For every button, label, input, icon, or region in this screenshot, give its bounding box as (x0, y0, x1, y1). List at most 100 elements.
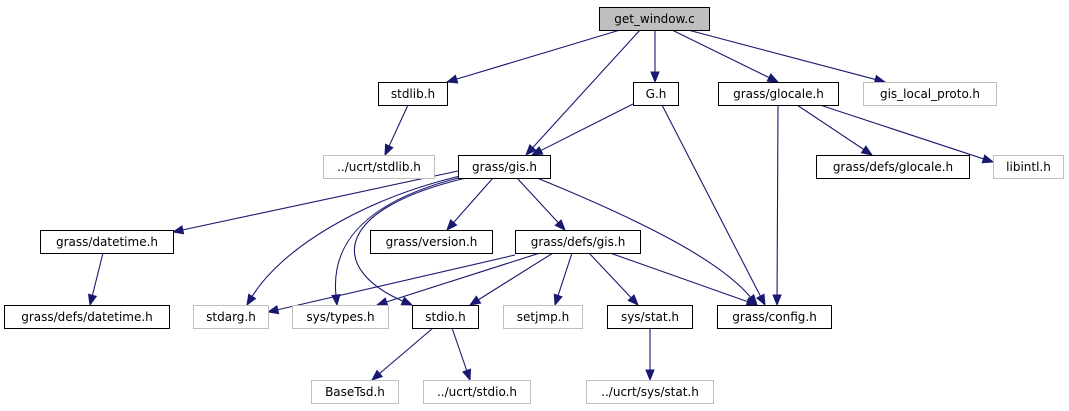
edge-line (181, 170, 459, 231)
arrowhead-icon (87, 293, 98, 307)
node-label: setjmp.h (517, 310, 569, 324)
node-G-h[interactable]: G.h (633, 82, 679, 106)
node-label: grass/version.h (386, 235, 478, 249)
edges-layer (87, 29, 995, 382)
arrowhead-icon (627, 294, 639, 306)
node-stdio-h[interactable]: stdio.h (412, 305, 479, 329)
edge-line (819, 104, 985, 160)
edge-G-h-to-grass-gis-h (530, 103, 634, 156)
node-label: sys/stat.h (621, 310, 679, 324)
edge-get-window-c-to-G-h (650, 30, 660, 84)
edge-G-h-to-grass-config-h (661, 104, 766, 307)
edge-line (388, 104, 409, 148)
arrowhead-icon (266, 305, 280, 315)
edge-stdio-h-to-BaseTsd-h (370, 327, 434, 381)
node-label: gis_local_proto.h (880, 87, 980, 101)
node-label: libintl.h (1006, 160, 1051, 174)
edge-grass-defs-gis-h-to-setjmp-h (553, 252, 573, 307)
arrowhead-icon (468, 295, 482, 306)
node-grass-version-h[interactable]: grass/version.h (370, 230, 493, 254)
nodes-layer: get_window.c stdlib.h G.h grass/glocale.h gi… (4, 7, 1064, 404)
node-BaseTsd-h[interactable]: BaseTsd.h (311, 380, 399, 404)
node-label: grass/datetime.h (56, 235, 158, 249)
node-grass-config-h[interactable]: grass/config.h (717, 305, 832, 329)
node-grass-glocale-h[interactable]: grass/glocale.h (718, 82, 839, 106)
node-label: ../ucrt/stdlib.h (337, 160, 421, 174)
node-sys-stat-h[interactable]: sys/stat.h (607, 305, 693, 329)
edge-grass-defs-gis-h-to-sys-stat-h (588, 252, 639, 306)
edge-line (477, 252, 554, 301)
edge-line (531, 29, 641, 149)
node-box (193, 305, 269, 329)
node-box (4, 305, 170, 329)
node-box (633, 82, 679, 106)
arrowhead-icon (246, 293, 257, 307)
edge-line (536, 177, 752, 299)
node-box (458, 155, 551, 179)
edge-line (588, 252, 633, 299)
edge-grass-gis-h-to-grass-defs-gis-h (516, 177, 566, 231)
edge-grass-defs-gis-h-to-sys-types-h (375, 252, 541, 307)
edge-line (609, 252, 749, 303)
arrowhead-icon (766, 73, 780, 83)
edge-line (334, 176, 463, 297)
arrowhead-icon (525, 144, 537, 156)
edge-stdio-h-to-ucrt-stdio-h (451, 327, 472, 382)
edge-line (671, 29, 771, 79)
edge-get-window-c-to-stdlib-h (445, 29, 621, 84)
node-grass-defs-gis-h[interactable]: grass/defs/gis.h (515, 230, 641, 254)
node-box (311, 380, 399, 404)
edge-get-window-c-to-grass-glocale-h (671, 29, 780, 83)
node-label: get_window.c (614, 12, 695, 26)
arrowhead-icon (375, 297, 389, 307)
node-box (515, 230, 641, 254)
edge-line (776, 104, 779, 297)
arrowhead-icon (755, 293, 766, 307)
edge-line (451, 327, 468, 372)
node-setjmp-h[interactable]: setjmp.h (503, 305, 583, 329)
edge-line (516, 177, 560, 224)
arrowhead-icon (645, 369, 655, 382)
node-libintl-h[interactable]: libintl.h (993, 155, 1064, 179)
node-stdarg-h[interactable]: stdarg.h (193, 305, 269, 329)
edge-line (796, 104, 865, 151)
node-grass-datetime-h[interactable]: grass/datetime.h (40, 230, 174, 254)
node-grass-defs-glocale-h[interactable]: grass/defs/glocale.h (816, 155, 970, 179)
node-ucrt-stdlib-h[interactable]: ../ucrt/stdlib.h (323, 155, 435, 179)
node-label: grass/gis.h (472, 160, 537, 174)
node-grass-defs-datetime-h[interactable]: grass/defs/datetime.h (4, 305, 170, 329)
arrowhead-icon (370, 369, 384, 381)
arrowhead-icon (446, 218, 458, 232)
node-ucrt-stdio-h[interactable]: ../ucrt/stdio.h (423, 380, 531, 404)
node-stdlib-h[interactable]: stdlib.h (378, 82, 448, 106)
node-label: BaseTsd.h (325, 385, 385, 399)
arrowhead-icon (171, 225, 185, 235)
arrowhead-icon (554, 219, 566, 231)
node-label: grass/defs/glocale.h (833, 160, 953, 174)
node-box (423, 380, 531, 404)
node-gis-local-proto-h[interactable]: gis_local_proto.h (863, 82, 997, 106)
edge-line (251, 175, 461, 298)
node-label: grass/config.h (732, 310, 817, 324)
node-label: stdlib.h (391, 87, 435, 101)
node-box (599, 7, 710, 31)
edge-sys-stat-h-to-ucrt-sys-stat-h (645, 328, 655, 382)
arrowhead-icon (553, 293, 563, 307)
edge-grass-glocale-h-to-grass-config-h (772, 104, 782, 307)
arrowhead-icon (650, 71, 660, 84)
node-label: grass/glocale.h (733, 87, 824, 101)
edge-grass-gis-h-to-stdarg-h (246, 175, 461, 307)
arrowhead-icon (384, 143, 394, 157)
node-box (323, 155, 435, 179)
edge-line (661, 104, 762, 298)
edge-line (276, 254, 516, 311)
node-grass-gis-h[interactable]: grass/gis.h (458, 155, 551, 179)
edge-grass-gis-h-to-grass-datetime-h (171, 170, 459, 235)
node-ucrt-sys-stat-h[interactable]: ../ucrt/sys/stat.h (586, 380, 714, 404)
node-box (412, 305, 479, 329)
node-label: stdio.h (425, 310, 465, 324)
node-sys-types-h[interactable]: sys/types.h (292, 305, 389, 329)
edge-line (91, 252, 104, 297)
arrowhead-icon (860, 145, 874, 156)
